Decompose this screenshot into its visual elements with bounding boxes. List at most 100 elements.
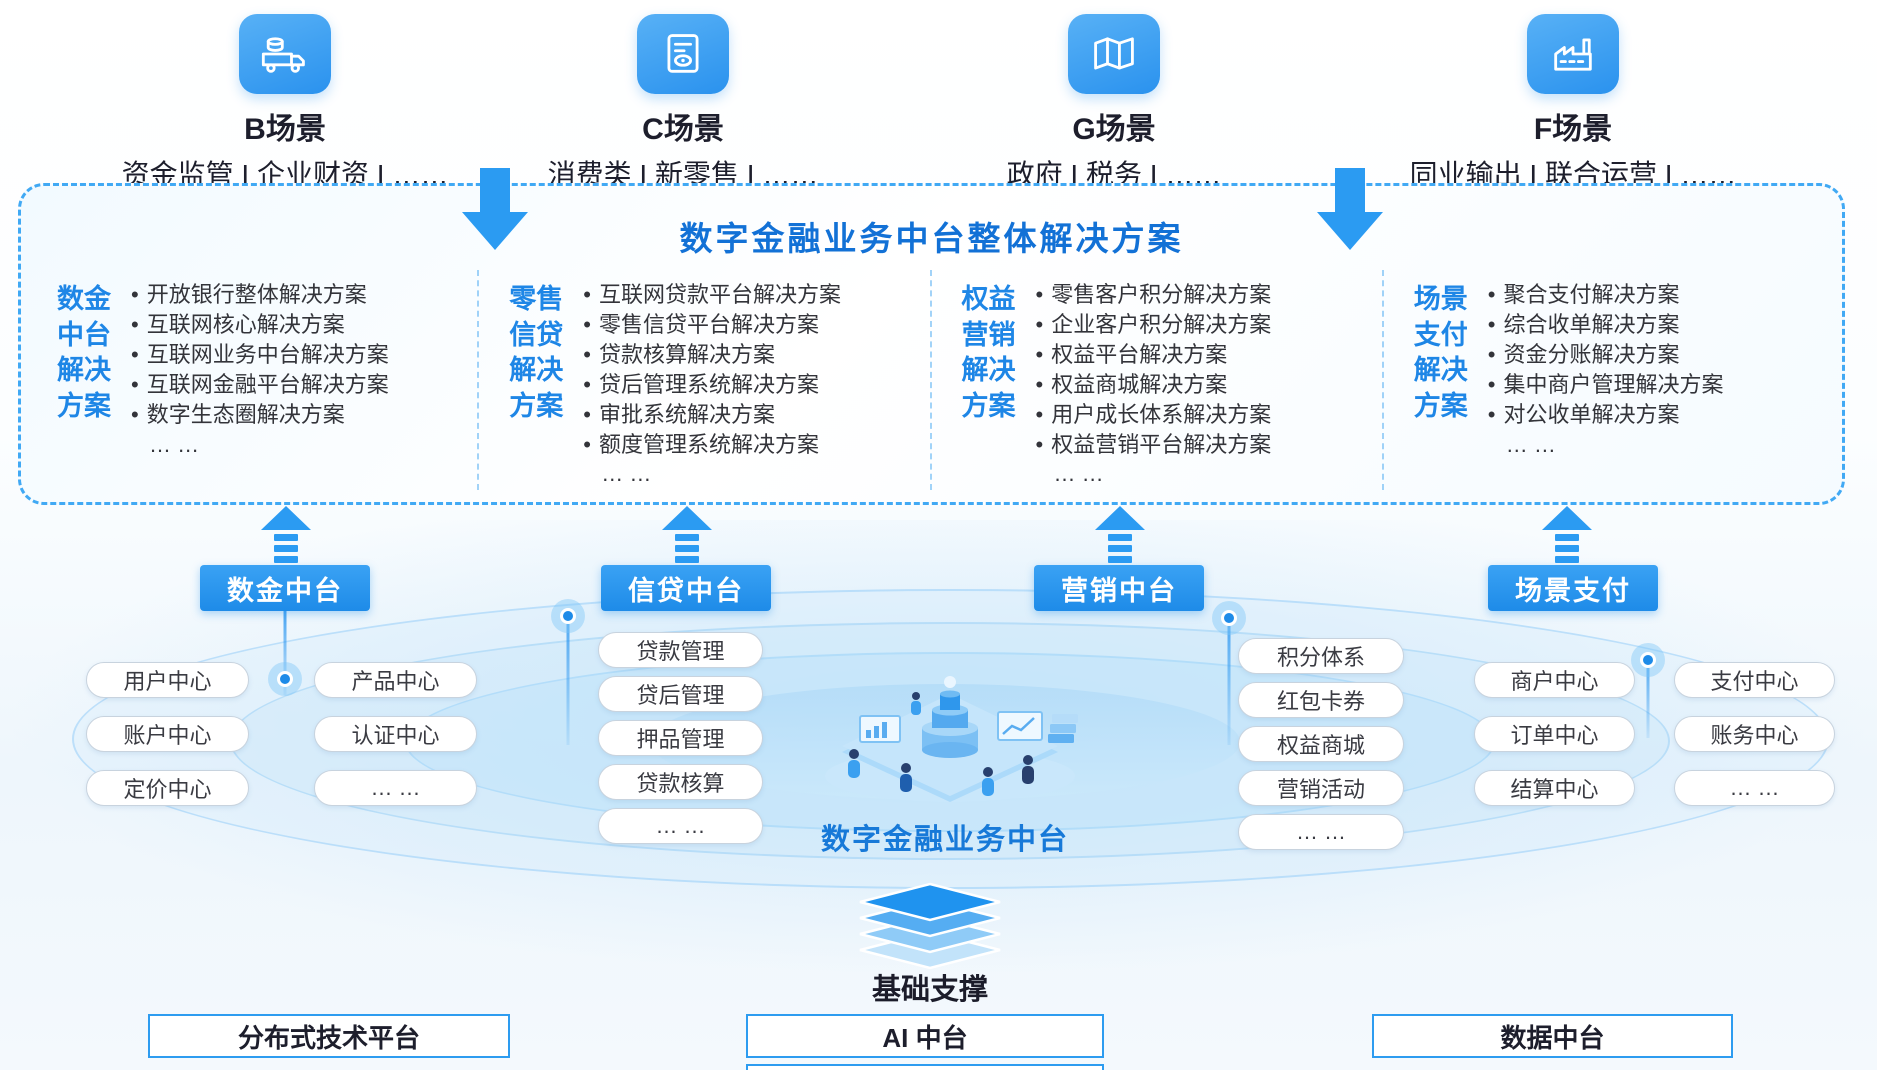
- capability-pill: 商户中心: [1474, 662, 1635, 698]
- solution-item: 用户成长体系解决方案: [1036, 400, 1366, 430]
- solution-item-list: 零售客户积分解决方案 企业客户积分解决方案 权益平台解决方案 权益商城解决方案 …: [1036, 280, 1366, 490]
- platform-button-shujin: 数金中台: [200, 565, 370, 611]
- base-box-distributed-platform: 分布式技术平台: [148, 1014, 510, 1058]
- capability-pill: 定价中心: [86, 770, 249, 806]
- solution-item-more: … …: [149, 431, 200, 457]
- arrow-head: [462, 212, 528, 250]
- solution-box-title: 数字金融业务中台整体解决方案: [679, 220, 1184, 257]
- solution-item: 对公收单解决方案: [1488, 400, 1820, 430]
- capability-pill: 红包卡券: [1238, 682, 1404, 718]
- pin-dot: [268, 662, 302, 696]
- scenario-title: G场景: [1072, 113, 1156, 146]
- connector-pin: [1211, 601, 1247, 745]
- capability-pill: 贷后管理: [598, 676, 763, 712]
- arrow-bar: [274, 534, 298, 541]
- solution-item: 权益商城解决方案: [1036, 370, 1366, 400]
- capability-pill: 账务中心: [1674, 716, 1835, 752]
- platform-button-yingxiao: 营销中台: [1034, 565, 1204, 611]
- solution-item: 互联网贷款平台解决方案: [583, 280, 913, 310]
- pin-dot: [1212, 601, 1246, 635]
- arrow-bar: [1555, 534, 1579, 541]
- connector-pin: [1630, 643, 1666, 738]
- solution-item-list: 互联网贷款平台解决方案 零售信贷平台解决方案 贷款核算解决方案 贷后管理系统解决…: [583, 280, 913, 490]
- platform-illustration: [810, 640, 1090, 815]
- solution-item: 集中商户管理解决方案: [1488, 370, 1820, 400]
- solution-item: 权益营销平台解决方案: [1036, 430, 1366, 460]
- down-arrow-icon: [1317, 168, 1383, 250]
- solution-item: 聚合支付解决方案: [1488, 280, 1820, 310]
- up-arrow-icon: [261, 506, 311, 563]
- capability-pill: 贷款核算: [598, 764, 763, 800]
- pin-dot: [551, 599, 585, 633]
- center-platform-label: 数字金融业务中台: [820, 824, 1069, 856]
- receipt-icon: [667, 34, 699, 73]
- solution-item: 资金分账解决方案: [1488, 340, 1820, 370]
- solution-column-label: 场景支付解决方案: [1413, 284, 1468, 421]
- capability-pill: 积分体系: [1238, 638, 1404, 674]
- pin-dot: [1631, 643, 1665, 677]
- solution-item-list: 聚合支付解决方案 综合收单解决方案 资金分账解决方案 集中商户管理解决方案 对公…: [1488, 280, 1820, 490]
- scenario-f: F场景 同业输出 I 联合运营 I ……: [1313, 14, 1833, 193]
- capability-pill: 产品中心: [314, 662, 477, 698]
- solution-column-retail-credit: 零售信贷解决方案 互联网贷款平台解决方案 零售信贷平台解决方案 贷款核算解决方案…: [479, 270, 932, 490]
- solution-item: 零售客户积分解决方案: [1036, 280, 1366, 310]
- solution-column-label: 权益营销解决方案: [961, 284, 1016, 421]
- solution-column-label: 数金中台解决方案: [57, 284, 111, 421]
- solution-item: 贷后管理系统解决方案: [583, 370, 913, 400]
- solution-item-list: 开放银行整体解决方案 互联网核心解决方案 互联网业务中台解决方案 互联网金融平台…: [131, 280, 461, 490]
- platform-button-changjing: 场景支付: [1488, 565, 1658, 611]
- capability-pill: … …: [1674, 770, 1835, 806]
- capability-pill: … …: [1238, 814, 1404, 850]
- solution-item-more: … …: [1053, 461, 1104, 487]
- up-arrow-icon: [662, 506, 712, 563]
- scenario-c-tile: [637, 14, 729, 94]
- capability-pill: 营销活动: [1238, 770, 1404, 806]
- scenario-title: C场景: [642, 113, 724, 146]
- arrow-bar: [1108, 534, 1132, 541]
- solution-column-rights-marketing: 权益营销解决方案 零售客户积分解决方案 企业客户积分解决方案 权益平台解决方案 …: [932, 270, 1384, 490]
- pin-line: [1646, 654, 1650, 738]
- solution-box: 数字金融业务中台整体解决方案 数金中台解决方案 开放银行整体解决方案 互联网核心…: [18, 183, 1845, 505]
- scenario-title: F场景: [1533, 113, 1613, 146]
- solution-columns: 数金中台解决方案 开放银行整体解决方案 互联网核心解决方案 互联网业务中台解决方…: [27, 270, 1836, 490]
- capability-pill: 权益商城: [1238, 726, 1404, 762]
- scenario-f-tile: [1527, 14, 1619, 94]
- connector-pin: [550, 599, 586, 745]
- arrow-head: [261, 506, 311, 530]
- capability-pill: 认证中心: [314, 716, 477, 752]
- scenario-c: C场景 消费类 I 新零售 I ……: [423, 14, 943, 193]
- arrow-stem: [480, 168, 510, 212]
- arrow-head: [1542, 506, 1592, 530]
- layers-stack-icon: [859, 882, 1001, 970]
- up-arrow-icon: [1095, 506, 1145, 563]
- scenario-g-tile: [1068, 14, 1160, 94]
- arrow-bar: [274, 556, 298, 563]
- capability-pill: 订单中心: [1474, 716, 1635, 752]
- scenario-b-tile: [239, 14, 331, 94]
- base-box-data-platform: 数据中台: [1372, 1014, 1733, 1058]
- arrow-bar: [1555, 545, 1579, 552]
- scenario-g: G场景 政府 I 税务 I ……: [854, 14, 1374, 193]
- solution-item: 互联网核心解决方案: [131, 310, 461, 340]
- capability-pill: … …: [598, 808, 763, 844]
- solution-column-digital-finance: 数金中台解决方案 开放银行整体解决方案 互联网核心解决方案 互联网业务中台解决方…: [27, 270, 480, 490]
- capability-pill: 支付中心: [1674, 662, 1835, 698]
- map-icon: [1094, 37, 1134, 70]
- arrow-bar: [1108, 545, 1132, 552]
- platform-button-xindai: 信贷中台: [601, 565, 771, 611]
- arrow-stem: [1335, 168, 1365, 212]
- solution-item: 权益平台解决方案: [1036, 340, 1366, 370]
- arrow-bar: [1555, 556, 1579, 563]
- capability-pill: 贷款管理: [598, 632, 763, 668]
- scenario-title: B场景: [244, 113, 326, 146]
- solution-item: 互联网金融平台解决方案: [131, 370, 461, 400]
- arrow-bar: [675, 556, 699, 563]
- capability-pill: … …: [314, 770, 477, 806]
- arrow-head: [1317, 212, 1383, 250]
- capability-pill: 结算中心: [1474, 770, 1635, 806]
- pin-line: [1227, 612, 1231, 745]
- arrow-bar: [675, 534, 699, 541]
- arrow-head: [662, 506, 712, 530]
- isometric-platform-icon: [825, 676, 1078, 802]
